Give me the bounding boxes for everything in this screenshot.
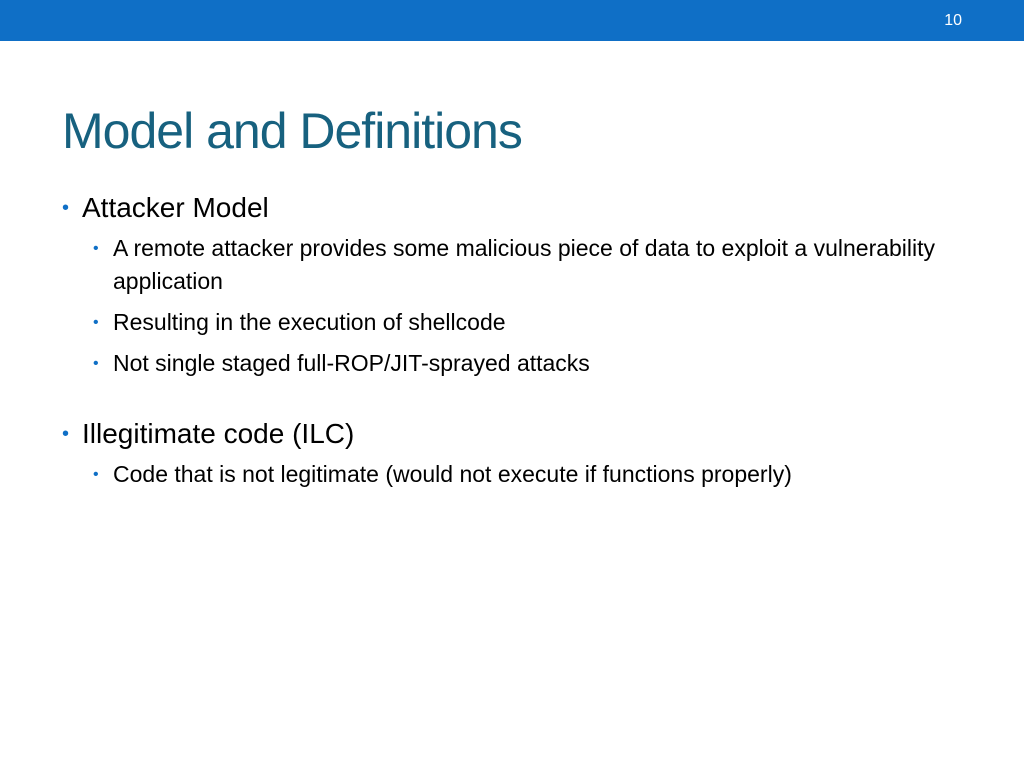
- sub-bullet-text: Code that is not legitimate (would not e…: [113, 461, 792, 487]
- bullet-dot-icon: •: [62, 197, 70, 219]
- sub-bullet-item: • Code that is not legitimate (would not…: [82, 458, 962, 491]
- sub-bullet-item: • Resulting in the execution of shellcod…: [82, 306, 962, 339]
- slide-title: Model and Definitions: [62, 103, 523, 159]
- sub-bullet-list: • Code that is not legitimate (would not…: [82, 458, 962, 491]
- sub-bullet-text: Not single staged full-ROP/JIT-sprayed a…: [113, 350, 590, 376]
- bullet-dot-icon: •: [93, 314, 99, 331]
- bullet-text: Attacker Model: [82, 192, 269, 223]
- bullet-item-attacker-model: • Attacker Model • A remote attacker pro…: [62, 186, 962, 380]
- sub-bullet-text: Resulting in the execution of shellcode: [113, 309, 506, 335]
- bullet-item-illegitimate-code: • Illegitimate code (ILC) • Code that is…: [62, 412, 962, 491]
- bullet-dot-icon: •: [93, 466, 99, 483]
- sub-bullet-item: • Not single staged full-ROP/JIT-sprayed…: [82, 347, 962, 380]
- bullet-list: • Attacker Model • A remote attacker pro…: [62, 186, 962, 499]
- sub-bullet-list: • A remote attacker provides some malici…: [82, 232, 962, 380]
- sub-bullet-item: • A remote attacker provides some malici…: [82, 232, 962, 298]
- bullet-dot-icon: •: [93, 240, 99, 257]
- sub-bullet-text: A remote attacker provides some maliciou…: [113, 235, 936, 294]
- top-bar: 10: [0, 0, 1024, 41]
- bullet-dot-icon: •: [62, 423, 70, 445]
- bullet-dot-icon: •: [93, 355, 99, 372]
- bullet-text: Illegitimate code (ILC): [82, 418, 355, 449]
- slide-number: 10: [944, 12, 962, 29]
